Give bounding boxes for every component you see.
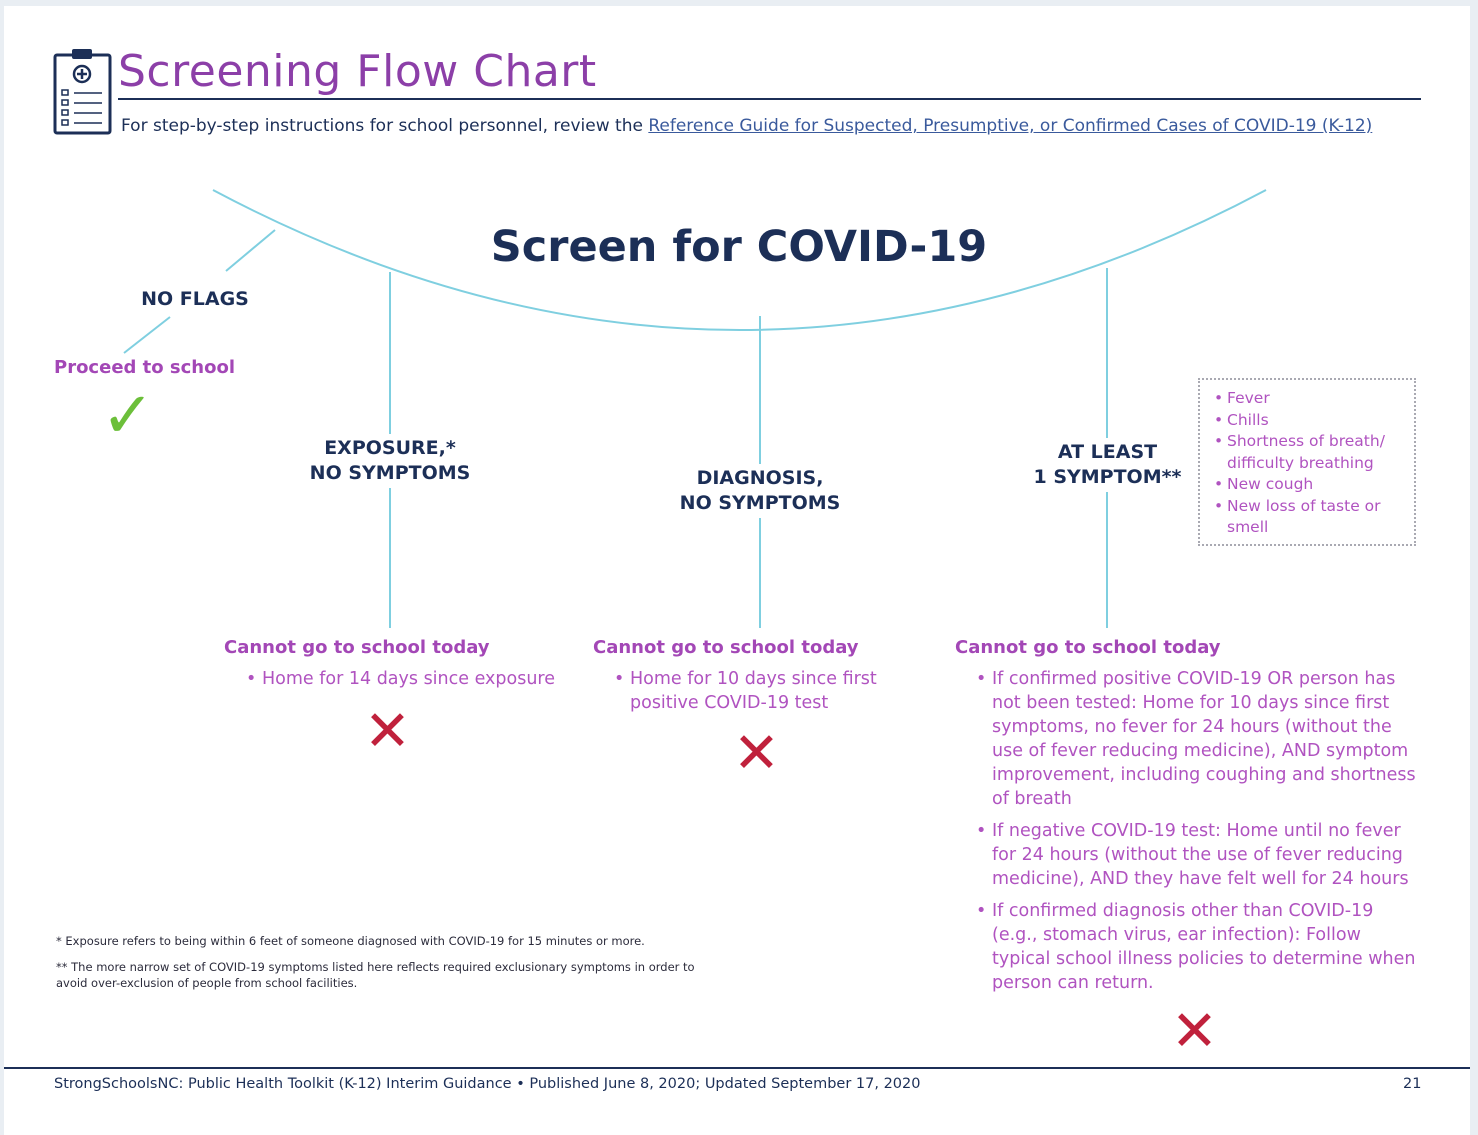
result-bullets: Home for 10 days since first positive CO…	[614, 667, 884, 715]
branch-label-exposure: EXPOSURE,* NO SYMPTOMS	[300, 434, 480, 488]
title-rule	[118, 98, 1421, 100]
no-flags-label: NO FLAGS	[120, 285, 270, 314]
result-bullets: If confirmed positive COVID-19 OR person…	[976, 667, 1422, 995]
result-bullets: Home for 14 days since exposure	[246, 667, 576, 691]
branch-label-line: 1 SYMPTOM**	[1033, 466, 1182, 488]
branch-label-line: DIAGNOSIS,	[696, 467, 824, 489]
symptom-item: Shortness of breath/ difficulty breathin…	[1214, 431, 1402, 474]
result-text: Cannot go to school today	[224, 637, 490, 658]
symptom-item: New cough	[1214, 474, 1414, 496]
branch-label-line: NO SYMPTOMS	[679, 492, 841, 514]
symptom-item: Chills	[1214, 410, 1414, 432]
list-item: If confirmed positive COVID-19 OR person…	[976, 667, 1422, 811]
list-item: If negative COVID-19 test: Home until no…	[976, 819, 1422, 891]
branch-label-line: EXPOSURE,*	[324, 437, 456, 459]
symptom-list-box: Fever Chills Shortness of breath/ diffic…	[1198, 378, 1416, 546]
checkmark-icon: ✓	[101, 379, 155, 453]
list-item: If confirmed diagnosis other than COVID-…	[976, 899, 1422, 995]
result-text: Cannot go to school today	[955, 637, 1221, 658]
list-item: Home for 10 days since first positive CO…	[614, 667, 884, 715]
footer-rule	[4, 1067, 1470, 1069]
x-mark-icon: ✕	[1171, 999, 1218, 1064]
x-mark-icon: ✕	[364, 699, 411, 764]
subtitle: For step-by-step instructions for school…	[121, 116, 1372, 136]
branch-label-symptom: AT LEAST 1 SYMPTOM**	[1030, 438, 1185, 492]
proceed-to-school: Proceed to school	[54, 357, 236, 378]
branch-label-line: NO SYMPTOMS	[309, 462, 471, 484]
screen-title: Screen for COVID-19	[490, 222, 988, 272]
reference-guide-link[interactable]: Reference Guide for Suspected, Presumpti…	[648, 116, 1373, 136]
subtitle-text: For step-by-step instructions for school…	[121, 116, 649, 136]
x-mark-icon: ✕	[733, 721, 780, 786]
symptom-item: New loss of taste or smell	[1214, 496, 1387, 539]
symptom-item: Fever	[1214, 388, 1414, 410]
footer-text: StrongSchoolsNC: Public Health Toolkit (…	[54, 1076, 921, 1092]
branch-label-line: AT LEAST	[1057, 441, 1158, 463]
branch-label-diagnosis: DIAGNOSIS, NO SYMPTOMS	[660, 464, 860, 518]
footnote-exposure: * Exposure refers to being within 6 feet…	[56, 934, 645, 948]
page-title: Screening Flow Chart	[118, 46, 597, 97]
page-number: 21	[1403, 1076, 1422, 1092]
result-text: Cannot go to school today	[593, 637, 859, 658]
footnote-symptoms: ** The more narrow set of COVID-19 sympt…	[56, 960, 695, 990]
clipboard-icon	[53, 49, 112, 135]
list-item: Home for 14 days since exposure	[246, 667, 576, 691]
